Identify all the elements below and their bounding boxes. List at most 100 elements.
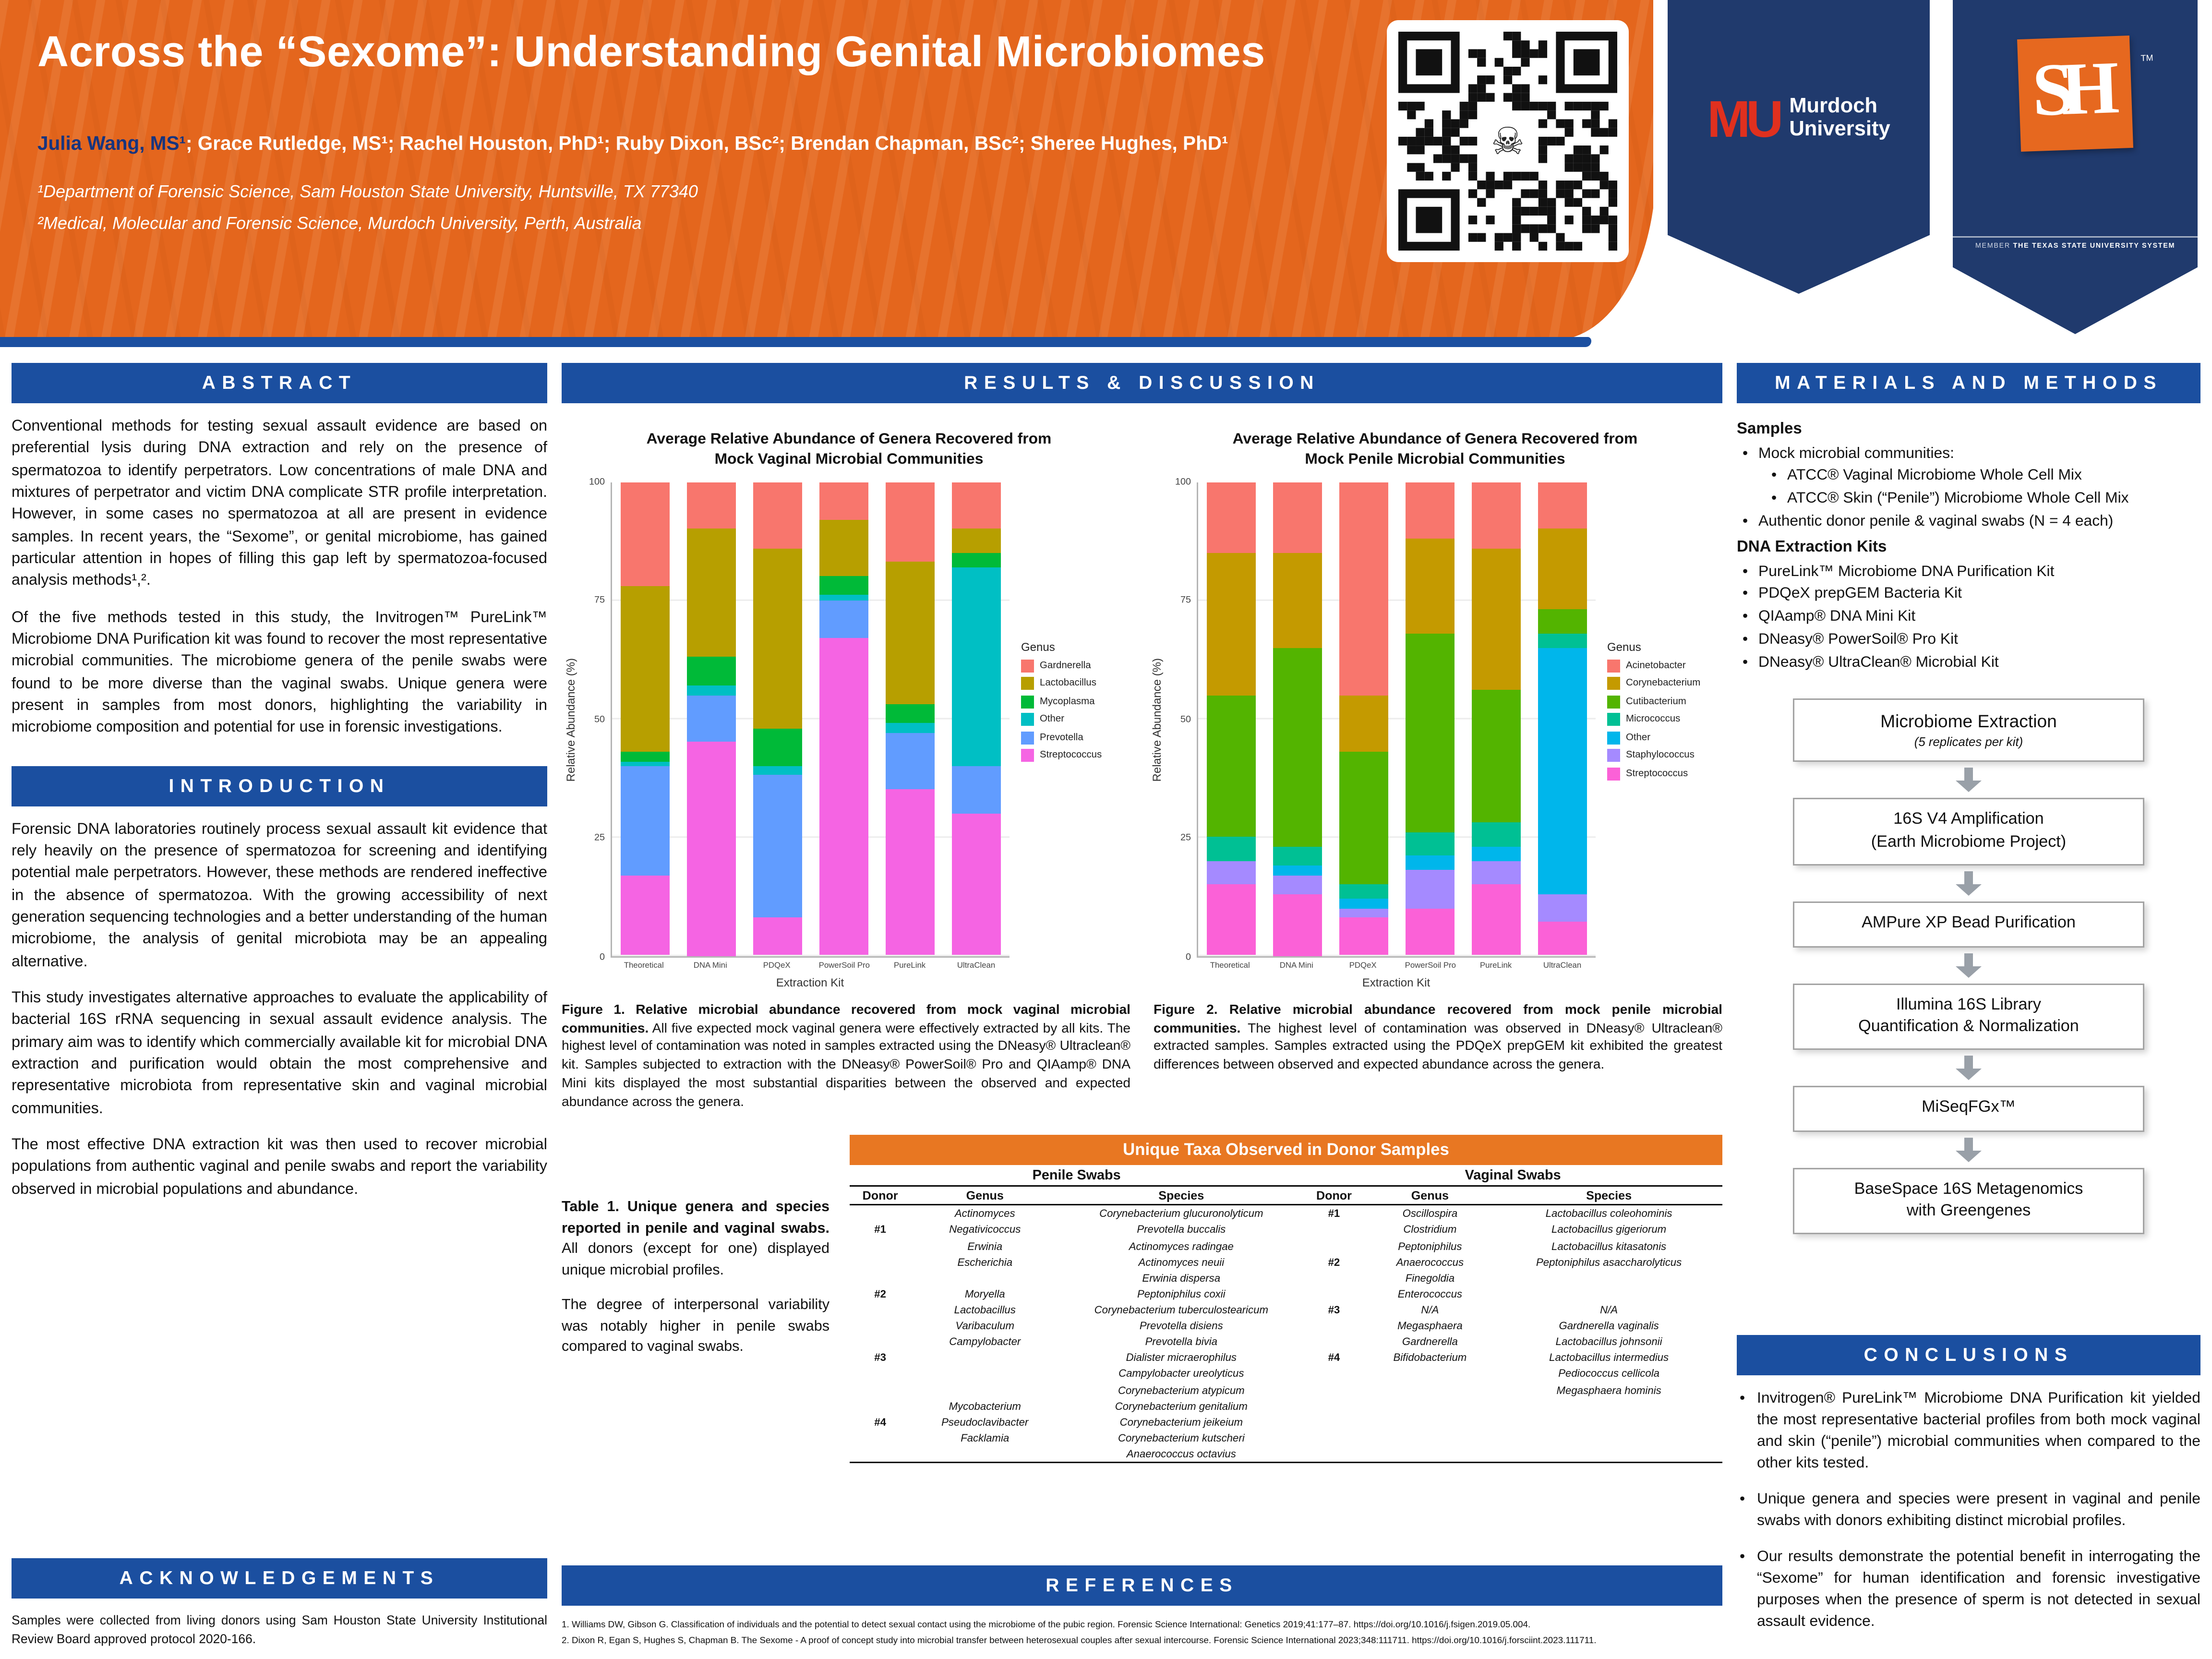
legend-swatch [1021,677,1034,690]
bar-segment [1406,856,1455,870]
donor-cell [1303,1414,1364,1430]
donor-cell: #4 [874,1415,886,1429]
species-cell: Peptoniphilus coxii [1137,1287,1226,1300]
sample-subitem: ATCC® Skin (“Penile”) Microbiome Whole C… [1771,489,2200,512]
genus-cell [911,1350,1059,1366]
bar-segment [1273,875,1322,894]
donor-cell [1303,1446,1364,1463]
stacked-bar [1406,481,1455,956]
bar-segment [1273,648,1322,847]
legend-item: Acinetobacter [1607,659,1722,672]
bar-segment [1538,481,1587,529]
skull-icon: ☠ [1483,117,1532,166]
species-cell: Peptoniphilus asaccharolyticus [1536,1255,1682,1269]
donor-cell [850,1366,911,1382]
x-tick-label: PowerSoil Pro [818,961,870,970]
species-cell: Lactobacillus intermedius [1549,1351,1669,1364]
genus-cell [1365,1382,1496,1398]
y-tick-label: 75 [594,595,605,606]
y-tick-label: 25 [1180,833,1191,843]
down-arrow-icon [1956,1056,1982,1081]
stacked-bar [1207,481,1256,956]
references-block: REFERENCES 1. Williams DW, Gibson G. Cla… [562,1565,1722,1647]
species-cell [1495,1398,1722,1414]
bar-segment [1207,695,1256,837]
conclusion-item: Invitrogen® PureLink™ Microbiome DNA Pur… [1737,1388,2200,1474]
genus-cell [911,1446,1059,1463]
conclusions-block: CONCLUSIONS Invitrogen® PureLink™ Microb… [1737,1334,2200,1647]
stacked-bar [753,481,802,956]
left-column: ABSTRACT Conventional methods for testin… [12,363,547,1647]
down-arrow-icon [1956,871,1982,896]
bar-segment [819,595,868,601]
legend-item: Corynebacterium [1607,677,1722,690]
trademark-label: TM [2140,55,2153,64]
header-orange-band: Across the “Sexome”: Understanding Genit… [0,0,1656,340]
donor-cell [1303,1238,1364,1254]
conclusion-item: Our results demonstrate the potential be… [1737,1547,2200,1633]
legend-swatch [1607,767,1620,780]
donor-cell [850,1270,911,1286]
table1-group-header-row: Penile Swabs Vaginal Swabs [850,1166,1722,1187]
materials-content: Samples Mock microbial communities: ATCC… [1737,416,2200,675]
species-cell: N/A [1600,1303,1618,1316]
bar-segment [1406,539,1455,634]
legend-title: Genus [1607,640,1641,653]
vaginal-swabs-header: Vaginal Swabs [1303,1166,1722,1187]
genus-cell: Escherichia [957,1255,1013,1269]
legend-swatch [1021,695,1034,708]
genus-cell: Moryella [964,1287,1005,1300]
donor-cell [850,1430,911,1446]
figure2-caption: Figure 2. Relative microbial abundance r… [1154,1000,1722,1072]
genus-cell: Finegoldia [1405,1271,1455,1285]
header-logo-area: MU Murdoch University SH TM MEMBER THE T… [1653,0,2212,351]
bar-segment [952,553,1001,567]
bar-segment [621,766,670,875]
y-tick-label: 75 [1180,595,1191,606]
stacked-bar [621,481,670,956]
species-cell: Dialister micraerophilus [1126,1351,1237,1364]
bar-segment [1538,922,1587,956]
bar-segment [687,742,736,956]
genus-cell: Erwinia [967,1239,1003,1252]
stacked-bar [1472,481,1521,956]
donor-cell [1303,1270,1364,1286]
bar-segment [1207,837,1256,861]
donor-cell: #3 [1328,1303,1340,1316]
donor-cell [850,1254,911,1270]
genus-cell: Campylobacter [949,1335,1021,1348]
x-tick-label: PDQeX [1349,961,1377,970]
genus-cell: Lactobacillus [954,1303,1016,1316]
reference-item: 1. Williams DW, Gibson G. Classification… [562,1620,1531,1631]
species-cell [1495,1430,1722,1446]
sample-item: Mock microbial communities: [1743,443,2200,466]
down-arrow-icon [1956,952,1982,977]
donor-cell [1303,1318,1364,1334]
sample-subitem: ATCC® Vaginal Microbiome Whole Cell Mix [1771,466,2200,489]
genus-cell [911,1382,1059,1398]
genus-cell: Gardnerella [1402,1335,1458,1348]
genus-cell: Negativicoccus [949,1223,1021,1237]
kits-heading: DNA Extraction Kits [1737,539,1887,556]
donor-cell [850,1382,911,1398]
shsu-monogram: SH [2031,48,2108,133]
affiliation-1: ¹Department of Forensic Science, Sam Hou… [37,181,698,202]
bar-segment [1339,908,1388,918]
legend-item: Other [1021,713,1136,726]
x-tick-label: UltraClean [957,961,996,970]
bar-segment [1538,610,1587,634]
bar-segment [1472,884,1521,956]
species-cell: Actinomyces radingae [1129,1239,1234,1252]
bar-segment [621,752,670,761]
donor-cell: #1 [1328,1207,1340,1221]
species-cell: Lactobacillus coleohominis [1545,1207,1672,1221]
bar-segment [753,548,802,728]
genus-cell: Pseudoclavibacter [941,1415,1029,1429]
genus-cell: Bifidobacterium [1393,1351,1467,1364]
